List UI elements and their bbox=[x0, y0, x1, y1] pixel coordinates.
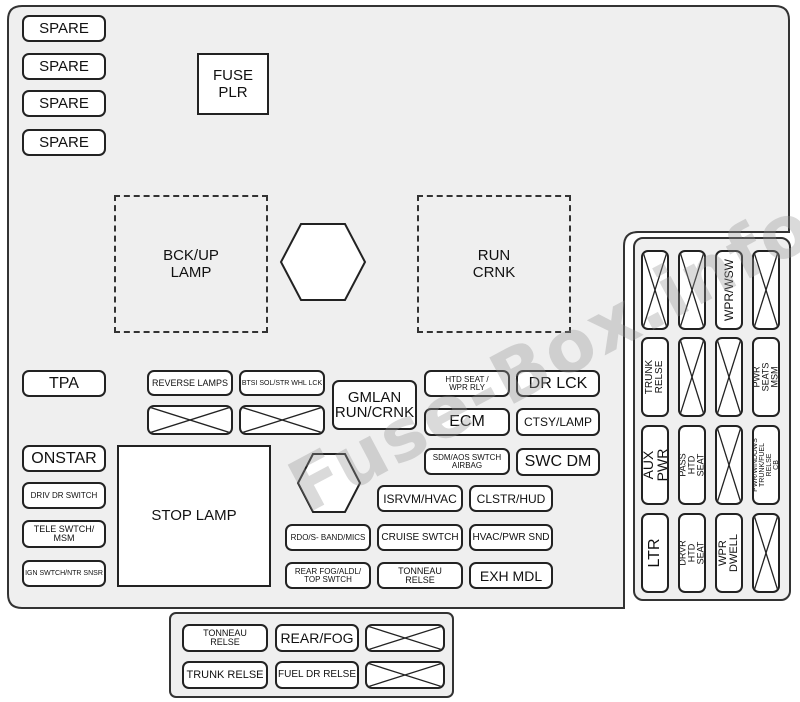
fuse-right-empty-5 bbox=[715, 337, 743, 417]
fuse-bottom-empty-1 bbox=[365, 624, 445, 652]
fuse-clstr-hud: CLSTR/HUD bbox=[469, 485, 553, 512]
empty-slot-x-icon bbox=[149, 407, 231, 433]
fuse-ign-swtch-ntr-snsr: IGN SWTCH/NTR SNSR bbox=[22, 560, 106, 587]
empty-slot-x-icon bbox=[717, 339, 741, 415]
fuse-trunk-relse-bottom: TRUNK RELSE bbox=[182, 661, 268, 689]
fuse-spare-3: SPARE bbox=[22, 90, 106, 117]
empty-slot-x-icon bbox=[680, 252, 704, 328]
fuse-pwr-seats-msm-label: PWR SEATS MSM bbox=[752, 362, 780, 392]
fuse-ltr: LTR bbox=[641, 513, 669, 593]
fuse-spare-2: SPARE bbox=[22, 53, 106, 80]
mounting-bolt-hex-lower bbox=[296, 453, 362, 513]
fuse-right-empty-2 bbox=[678, 250, 706, 330]
fuse-right-empty-1 bbox=[641, 250, 669, 330]
fuse-puller: FUSE PLR bbox=[197, 53, 269, 115]
fuse-rear-fog-aldl-top-swtch: REAR FOG/ALDL/ TOP SWTCH bbox=[285, 562, 371, 589]
fuse-bottom-empty-2 bbox=[365, 661, 445, 689]
empty-slot-x-icon bbox=[680, 339, 704, 415]
fuse-right-empty-7 bbox=[752, 513, 780, 593]
fuse-fuel-dr-relse: FUEL DR RELSE bbox=[275, 661, 359, 689]
fuse-pwr-windows-trunk-fuel-relse-cb: PWR/WINDOWS TRUNK/FUEL RELSE CB bbox=[752, 425, 780, 505]
fuse-rear-fog: REAR/FOG bbox=[275, 624, 359, 652]
empty-slot-x-icon bbox=[717, 427, 741, 503]
fuse-pwr-seats-msm: PWR SEATS MSM bbox=[752, 337, 780, 417]
fuse-right-empty-4 bbox=[678, 337, 706, 417]
fuse-tpa: TPA bbox=[22, 370, 106, 397]
fuse-ltr-label: LTR bbox=[646, 538, 663, 568]
fuse-tonneau-relse-bottom: TONNEAU RELSE bbox=[182, 624, 268, 652]
right-fuse-panel bbox=[633, 237, 791, 601]
fuse-wpr-dwell-label: WPR DWELL bbox=[717, 534, 740, 572]
fuse-exh-mdl: EXH MDL bbox=[469, 562, 553, 589]
fuse-spare-1: SPARE bbox=[22, 15, 106, 42]
fuse-aux-pwr-label: AUX PWR bbox=[641, 448, 669, 482]
fuse-htd-seat-wpr-rly: HTD SEAT / WPR RLY bbox=[424, 370, 510, 397]
fuse-right-empty-3 bbox=[752, 250, 780, 330]
fuse-empty-2 bbox=[239, 405, 325, 435]
fuse-ecm: ECM bbox=[424, 408, 510, 436]
fuse-spare-4: SPARE bbox=[22, 129, 106, 156]
fuse-pass-htd-seat: PASS HTD SEAT bbox=[678, 425, 706, 505]
fuse-ctsy-lamp: CTSY/LAMP bbox=[516, 408, 600, 436]
relay-stop-lamp: STOP LAMP bbox=[117, 445, 271, 587]
fuse-tele-swtch-msm: TELE SWTCH/ MSM bbox=[22, 520, 106, 548]
fuse-wpr-wsw: WPR/WSW bbox=[715, 250, 743, 330]
fuse-driv-dr-switch: DRIV DR SWITCH bbox=[22, 482, 106, 509]
fuse-rdo-s-band-mics: RDO/S- BAND/MICS bbox=[285, 524, 371, 551]
fuse-cruise-swtch: CRUISE SWTCH bbox=[377, 524, 463, 551]
fuse-reverse-lamps: REVERSE LAMPS bbox=[147, 370, 233, 396]
fuse-drvr-htd-seat-label: DRVR HTD SEAT bbox=[678, 540, 706, 566]
fuse-gmlan-run-crnk: GMLAN RUN/CRNK bbox=[332, 380, 417, 430]
mounting-bolt-hex-upper bbox=[279, 223, 367, 301]
fuse-btsi-sol-str-whl-lck: BTSI SOL/STR WHL LCK bbox=[239, 370, 325, 396]
relay-bck-up-lamp: BCK/UP LAMP bbox=[114, 195, 268, 333]
fuse-hvac-pwr-snd: HVAC/PWR SND bbox=[469, 524, 553, 551]
relay-run-crnk: RUN CRNK bbox=[417, 195, 571, 333]
fuse-sdm-aos-swtch-airbag: SDM/AOS SWTCH AIRBAG bbox=[424, 448, 510, 475]
fuse-pass-htd-seat-label: PASS HTD SEAT bbox=[678, 453, 706, 477]
fuse-tonneau-relse-main: TONNEAU RELSE bbox=[377, 562, 463, 589]
fuse-onstar: ONSTAR bbox=[22, 445, 106, 472]
empty-slot-x-icon bbox=[367, 663, 443, 687]
empty-slot-x-icon bbox=[754, 515, 778, 591]
empty-slot-x-icon bbox=[241, 407, 323, 433]
fuse-right-empty-6 bbox=[715, 425, 743, 505]
fuse-aux-pwr: AUX PWR bbox=[641, 425, 669, 505]
fuse-trunk-relse-vertical-label: TRUNK RELSE bbox=[644, 359, 665, 395]
fuse-empty-1 bbox=[147, 405, 233, 435]
empty-slot-x-icon bbox=[754, 252, 778, 328]
fuse-wpr-dwell: WPR DWELL bbox=[715, 513, 743, 593]
fuse-pwr-windows-label: PWR/WINDOWS TRUNK/FUEL RELSE CB bbox=[752, 438, 780, 492]
fuse-swc-dm: SWC DM bbox=[516, 448, 600, 476]
fuse-dr-lck: DR LCK bbox=[516, 370, 600, 397]
fuse-trunk-relse-vertical: TRUNK RELSE bbox=[641, 337, 669, 417]
empty-slot-x-icon bbox=[367, 626, 443, 650]
fuse-drvr-htd-seat: DRVR HTD SEAT bbox=[678, 513, 706, 593]
fuse-isrvm-hvac: ISRVM/HVAC bbox=[377, 485, 463, 512]
empty-slot-x-icon bbox=[643, 252, 667, 328]
